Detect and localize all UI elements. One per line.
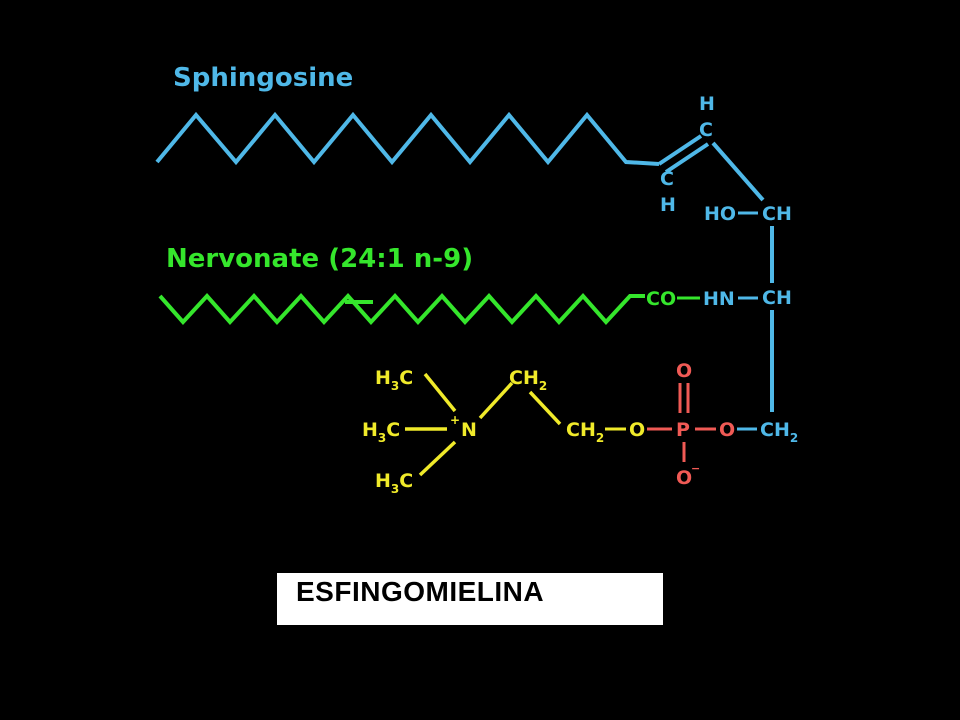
bond-n-ch2b (478, 381, 514, 420)
atom-ch-1: CH (762, 203, 792, 225)
phosphate-group: O P O O − (647, 360, 757, 489)
atom-co: CO (646, 288, 676, 310)
atom-h3c-2: H3C (362, 419, 400, 445)
bond-ch2a-ch2b (528, 390, 562, 426)
atom-ch-2: CH (762, 287, 792, 309)
atom-o-bottom: O (676, 467, 692, 489)
o-negative-charge: − (691, 462, 700, 475)
atom-c-bottom: C (660, 168, 674, 190)
atom-o-top: O (676, 360, 692, 382)
atom-p: P (676, 419, 690, 441)
caption-box (277, 573, 663, 625)
caption-title: ESFINGOMIELINA (296, 576, 545, 607)
nervonate-chain (158, 293, 645, 325)
atom-hn: HN (703, 288, 735, 310)
double-bond-line-2 (664, 142, 710, 174)
nervonate-label: Nervonate (24:1 n-9) (166, 244, 473, 274)
atom-h-bottom: H (660, 194, 676, 216)
nervonate-group: Nervonate (24:1 n-9) CO HN (158, 244, 758, 325)
choline-group: O CH2 CH2 + N H3C H3C H3C (362, 367, 645, 496)
n-positive-charge: + (450, 413, 460, 427)
atom-ch2-b: CH2 (509, 367, 547, 393)
atom-ch2-sph: CH2 (760, 419, 798, 445)
sphingosine-chain (155, 111, 660, 166)
atom-ch2-a: CH2 (566, 419, 604, 445)
atom-h3c-3: H3C (375, 470, 413, 496)
bond-n-h3c-1 (423, 372, 457, 413)
sphingosine-group: Sphingosine H C C H HO CH CH CH2 (155, 63, 798, 445)
atom-h-top: H (699, 93, 715, 115)
atom-o-bridge-left: O (629, 419, 645, 441)
atom-c-top: C (699, 119, 713, 141)
atom-ho: HO (704, 203, 736, 225)
bond-n-h3c-3 (418, 440, 457, 477)
sphingosine-label: Sphingosine (173, 63, 353, 93)
atom-n: N (461, 419, 477, 441)
bond-c-to-ch (711, 141, 765, 202)
atom-h3c-1: H3C (375, 367, 413, 393)
atom-o-bridge-right: O (719, 419, 735, 441)
double-bond-line-1 (657, 134, 703, 166)
